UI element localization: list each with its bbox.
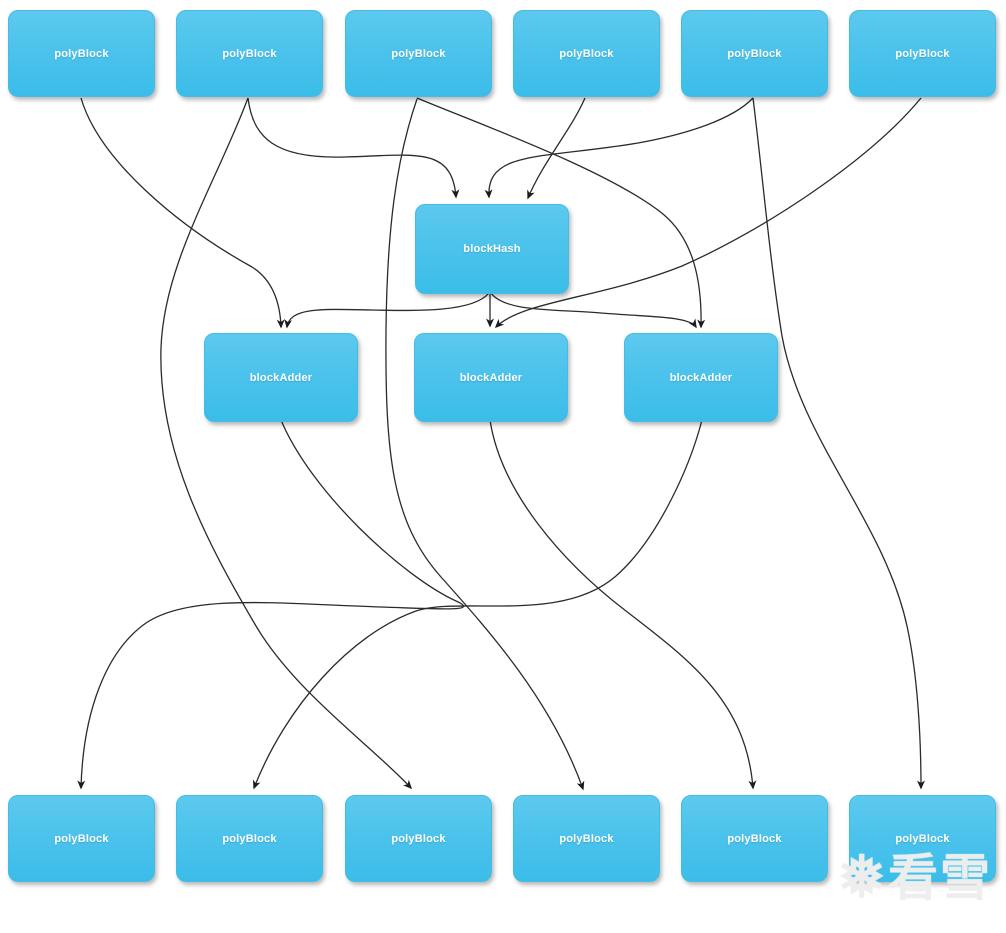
node-label: polyBlock (222, 832, 277, 845)
edge-top3-to-adder3 (416, 97, 706, 329)
node-adder3[interactable]: blockAdder (624, 333, 778, 422)
node-top4[interactable]: polyBlock (513, 10, 660, 97)
edge-adder2-to-bot5 (489, 419, 757, 790)
edge-hash-to-adder3 (490, 292, 697, 329)
node-label: polyBlock (222, 47, 277, 60)
edge-adder3-to-bot2 (253, 419, 703, 790)
node-bot5[interactable]: polyBlock (681, 795, 828, 882)
node-label: blockHash (463, 243, 521, 255)
edge-adder1-to-bot1 (77, 419, 464, 790)
node-top5[interactable]: polyBlock (681, 10, 828, 97)
node-label: blockAdder (249, 371, 313, 384)
node-bot6[interactable]: polyBlock (849, 795, 996, 882)
node-bot4[interactable]: polyBlock (513, 795, 660, 882)
edge-top3-to-bot4 (385, 98, 585, 791)
node-label: polyBlock (895, 47, 950, 60)
edge-top1-to-adder1 (80, 97, 285, 329)
node-label: blockAdder (459, 371, 523, 384)
node-label: polyBlock (727, 47, 782, 60)
edge-top2-to-bot3 (160, 97, 413, 790)
edge-top5-to-bot6 (752, 97, 925, 790)
edge-hash-to-adder1 (284, 292, 490, 329)
node-top3[interactable]: polyBlock (345, 10, 492, 97)
node-label: polyBlock (391, 47, 446, 60)
edge-top5-to-hash (484, 97, 754, 199)
edge-top6-to-adder2 (494, 97, 922, 329)
node-top6[interactable]: polyBlock (849, 10, 996, 97)
node-label: blockAdder (669, 371, 733, 384)
edge-top4-to-hash (527, 97, 586, 200)
edge-top2-to-hash (247, 97, 460, 199)
node-label: polyBlock (895, 832, 950, 845)
node-bot1[interactable]: polyBlock (8, 795, 155, 882)
node-adder1[interactable]: blockAdder (204, 333, 358, 422)
node-label: polyBlock (559, 832, 614, 845)
node-label: polyBlock (727, 832, 782, 845)
node-label: polyBlock (559, 47, 614, 60)
node-label: polyBlock (54, 47, 109, 60)
node-hash[interactable]: blockHash (415, 204, 569, 294)
node-adder2[interactable]: blockAdder (414, 333, 568, 422)
node-label: polyBlock (391, 832, 446, 845)
node-top1[interactable]: polyBlock (8, 10, 155, 97)
node-top2[interactable]: polyBlock (176, 10, 323, 97)
node-bot3[interactable]: polyBlock (345, 795, 492, 882)
node-bot2[interactable]: polyBlock (176, 795, 323, 882)
node-label: polyBlock (54, 832, 109, 845)
